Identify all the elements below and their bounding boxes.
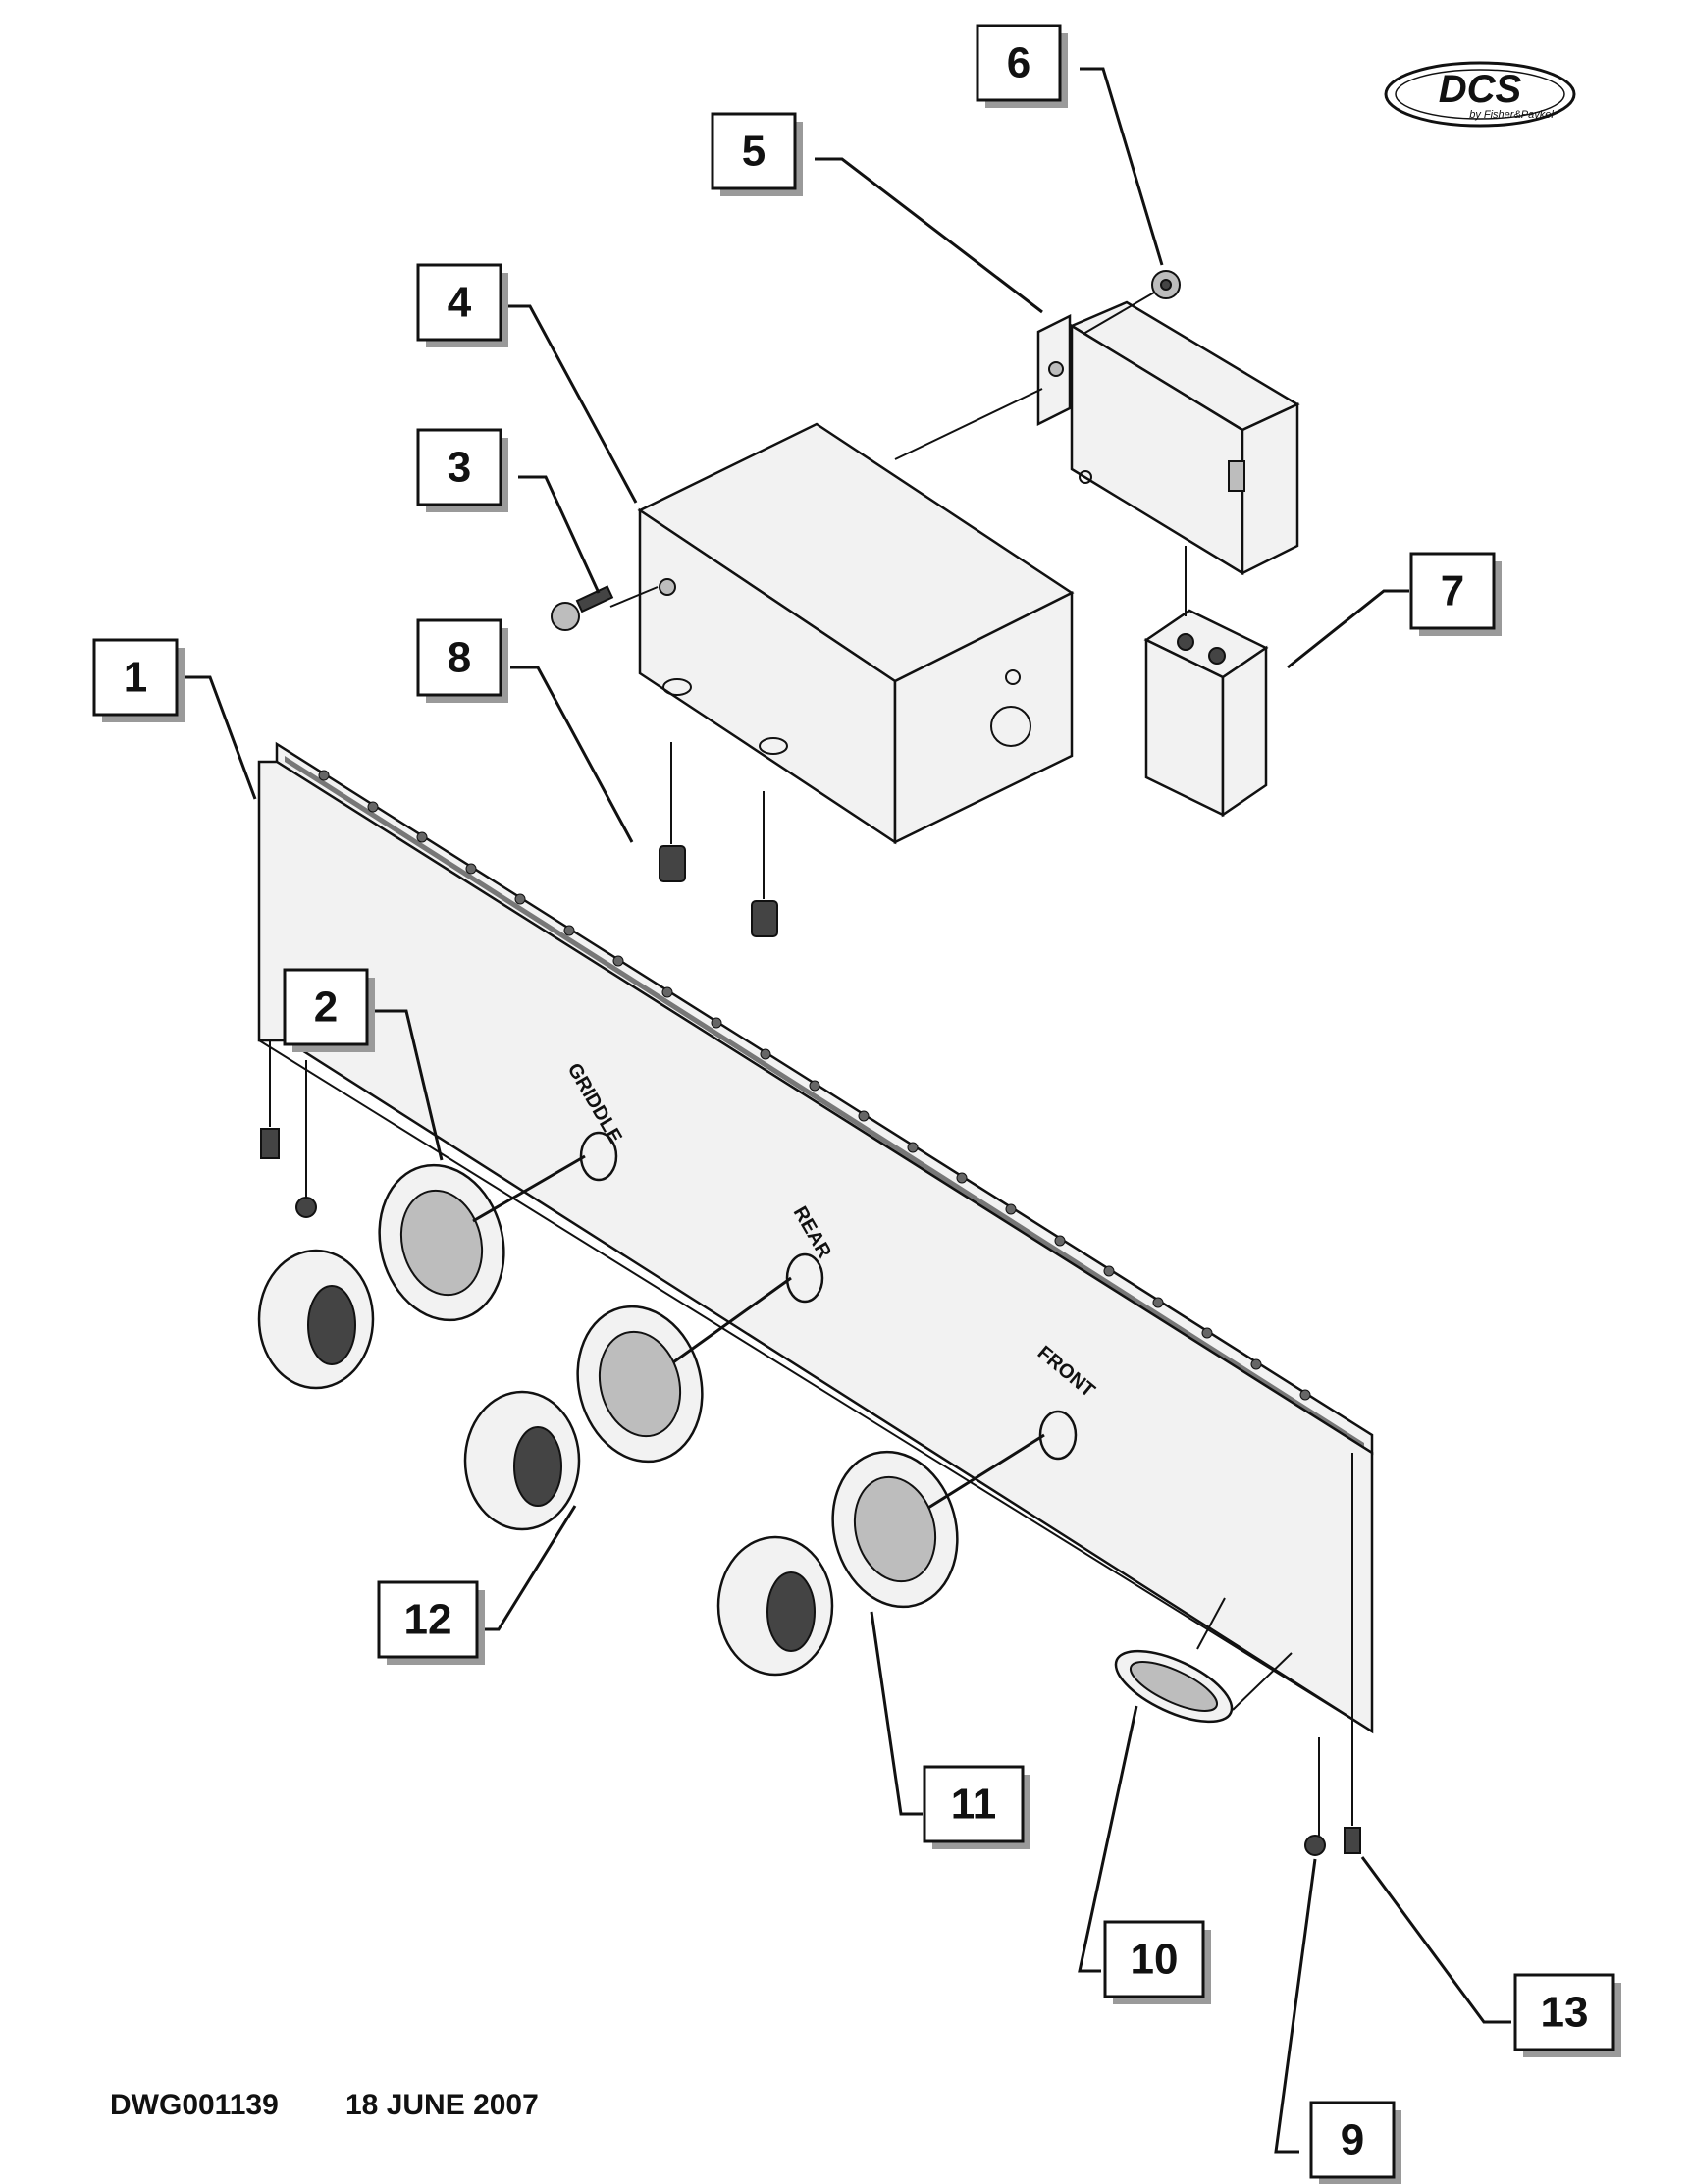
callout-1: 1	[92, 638, 185, 722]
callout-label: 5	[742, 128, 766, 176]
knob-bezel-set	[257, 1154, 1045, 1677]
callout-7: 7	[1409, 552, 1502, 636]
junction-box-cover	[637, 422, 1075, 845]
leader-lines	[185, 67, 1511, 2154]
ignition-module	[1036, 300, 1300, 576]
mounting-screws	[659, 742, 778, 937]
panel-rivet-row	[318, 770, 1311, 1401]
module-screw	[1151, 270, 1181, 299]
callout-5: 5	[711, 112, 803, 196]
ignitor-switch	[1114, 1649, 1234, 1724]
callout-3: 3	[416, 428, 508, 512]
callout-label: 12	[404, 1596, 452, 1644]
callout-label: 1	[124, 654, 147, 702]
callout-9: 9	[1309, 2101, 1401, 2184]
callout-label: 13	[1541, 1989, 1589, 2037]
callout-4: 4	[416, 263, 508, 347]
callout-label: 3	[448, 444, 471, 492]
callout-label: 4	[448, 279, 472, 327]
callout-label: 6	[1007, 39, 1030, 87]
callout-13: 13	[1513, 1973, 1621, 2057]
callout-6: 6	[976, 24, 1068, 108]
callout-10: 10	[1103, 1920, 1211, 2004]
control-panel: GRIDDLE REAR FRONT	[257, 741, 1374, 1734]
dcs-logo: DCS by Fisher&Paykel	[1384, 61, 1576, 128]
box-screw	[551, 585, 614, 631]
callout-label: 10	[1131, 1936, 1179, 1984]
callout-8: 8	[416, 618, 508, 703]
callout-11: 11	[923, 1765, 1030, 1849]
battery	[1143, 609, 1269, 818]
logo-brand: DCS	[1439, 68, 1522, 111]
callout-label: 9	[1341, 2116, 1364, 2164]
panel-fasteners	[260, 1040, 1361, 1856]
drawing-number: DWG001139	[110, 2089, 279, 2121]
callout-12: 12	[377, 1580, 485, 1665]
callout-2: 2	[283, 968, 375, 1052]
callout-label: 8	[448, 634, 471, 682]
callout-label: 2	[314, 984, 338, 1032]
drawing-date: 18 JUNE 2007	[345, 2089, 539, 2121]
callout-label: 11	[951, 1781, 997, 1829]
logo-tagline: by Fisher&Paykel	[1469, 109, 1554, 121]
explode-lines	[609, 292, 1293, 1711]
callout-label: 7	[1441, 567, 1464, 615]
